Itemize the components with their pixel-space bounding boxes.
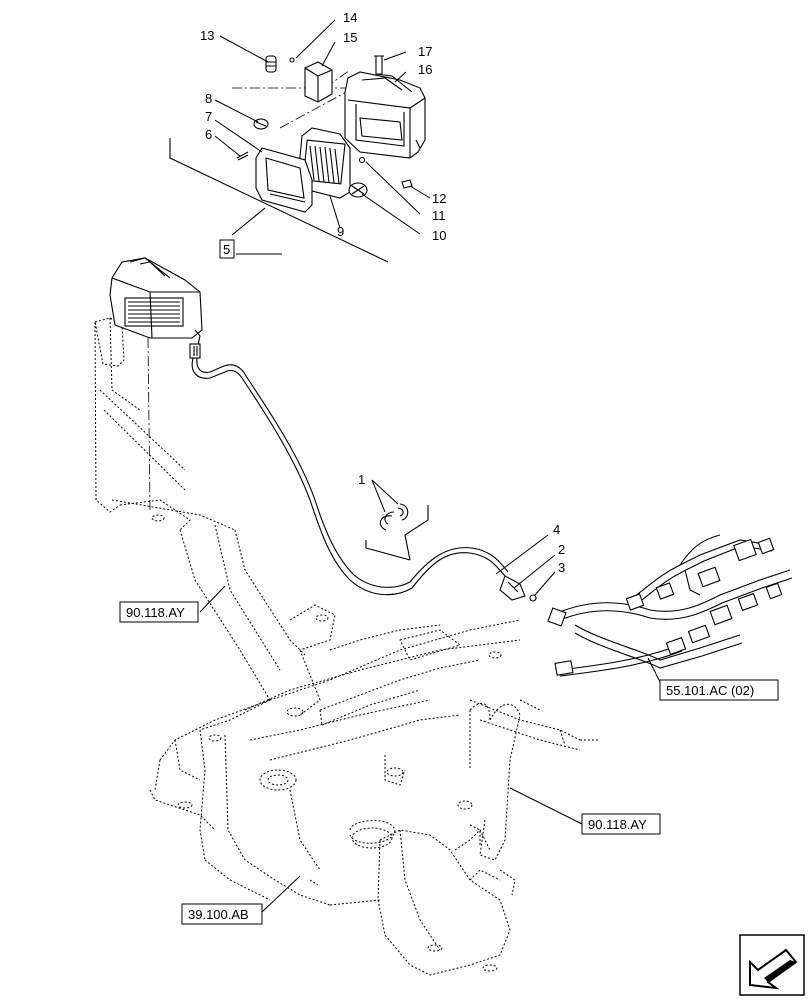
callout-7: 7: [205, 109, 212, 124]
callout-2: 2: [558, 542, 565, 557]
callout-8: 8: [205, 91, 212, 106]
callout-15: 15: [343, 30, 357, 45]
frame-phantom: [94, 317, 600, 976]
clips-item-1: [365, 503, 429, 561]
callout-6: 6: [205, 127, 212, 142]
connector-2-4: [499, 575, 537, 602]
callout-1: 1: [358, 472, 365, 487]
main-harness: [547, 534, 793, 677]
lamp-harness: [191, 357, 509, 596]
callout-3: 3: [558, 560, 565, 575]
callout-9: 9: [337, 224, 344, 239]
ref-90-118-ay-left-text: 90.118.AY: [126, 605, 185, 620]
callout-labels: 13 14 15 17 16 8 7 6 12 11 9 10 5 1 4 2 …: [200, 10, 565, 575]
ref-90-118-ay-right-text: 90.118.AY: [588, 817, 647, 832]
callout-16: 16: [418, 62, 432, 77]
callout-17: 17: [418, 44, 432, 59]
ref-90-118-ay-left[interactable]: 90.118.AY: [119, 601, 199, 623]
ref-39-100-ab-text: 39.100.AB: [188, 907, 249, 922]
callout-14: 14: [343, 10, 357, 25]
work-lamp-assembly[interactable]: [109, 257, 203, 359]
lamp-exploded: [169, 55, 426, 263]
ref-90-118-ay-right[interactable]: 90.118.AY: [581, 813, 661, 835]
leader-lines: [199, 19, 661, 913]
ref-55-101-ac-text: 55.101.AC (02): [666, 683, 754, 698]
callout-5-box: 5: [219, 239, 235, 259]
ref-55-101-ac[interactable]: 55.101.AC (02): [659, 679, 779, 701]
callout-4: 4: [553, 522, 560, 537]
direction-arrow-icon[interactable]: [739, 934, 805, 996]
ref-39-100-ab[interactable]: 39.100.AB: [181, 903, 263, 925]
callout-12: 12: [432, 191, 446, 206]
callout-13: 13: [200, 28, 214, 43]
callout-5: 5: [223, 242, 230, 257]
callout-10: 10: [432, 228, 446, 243]
reference-labels: 90.118.AY 55.101.AC (02) 90.118.AY 39.10…: [119, 601, 779, 925]
callout-11: 11: [432, 208, 446, 223]
